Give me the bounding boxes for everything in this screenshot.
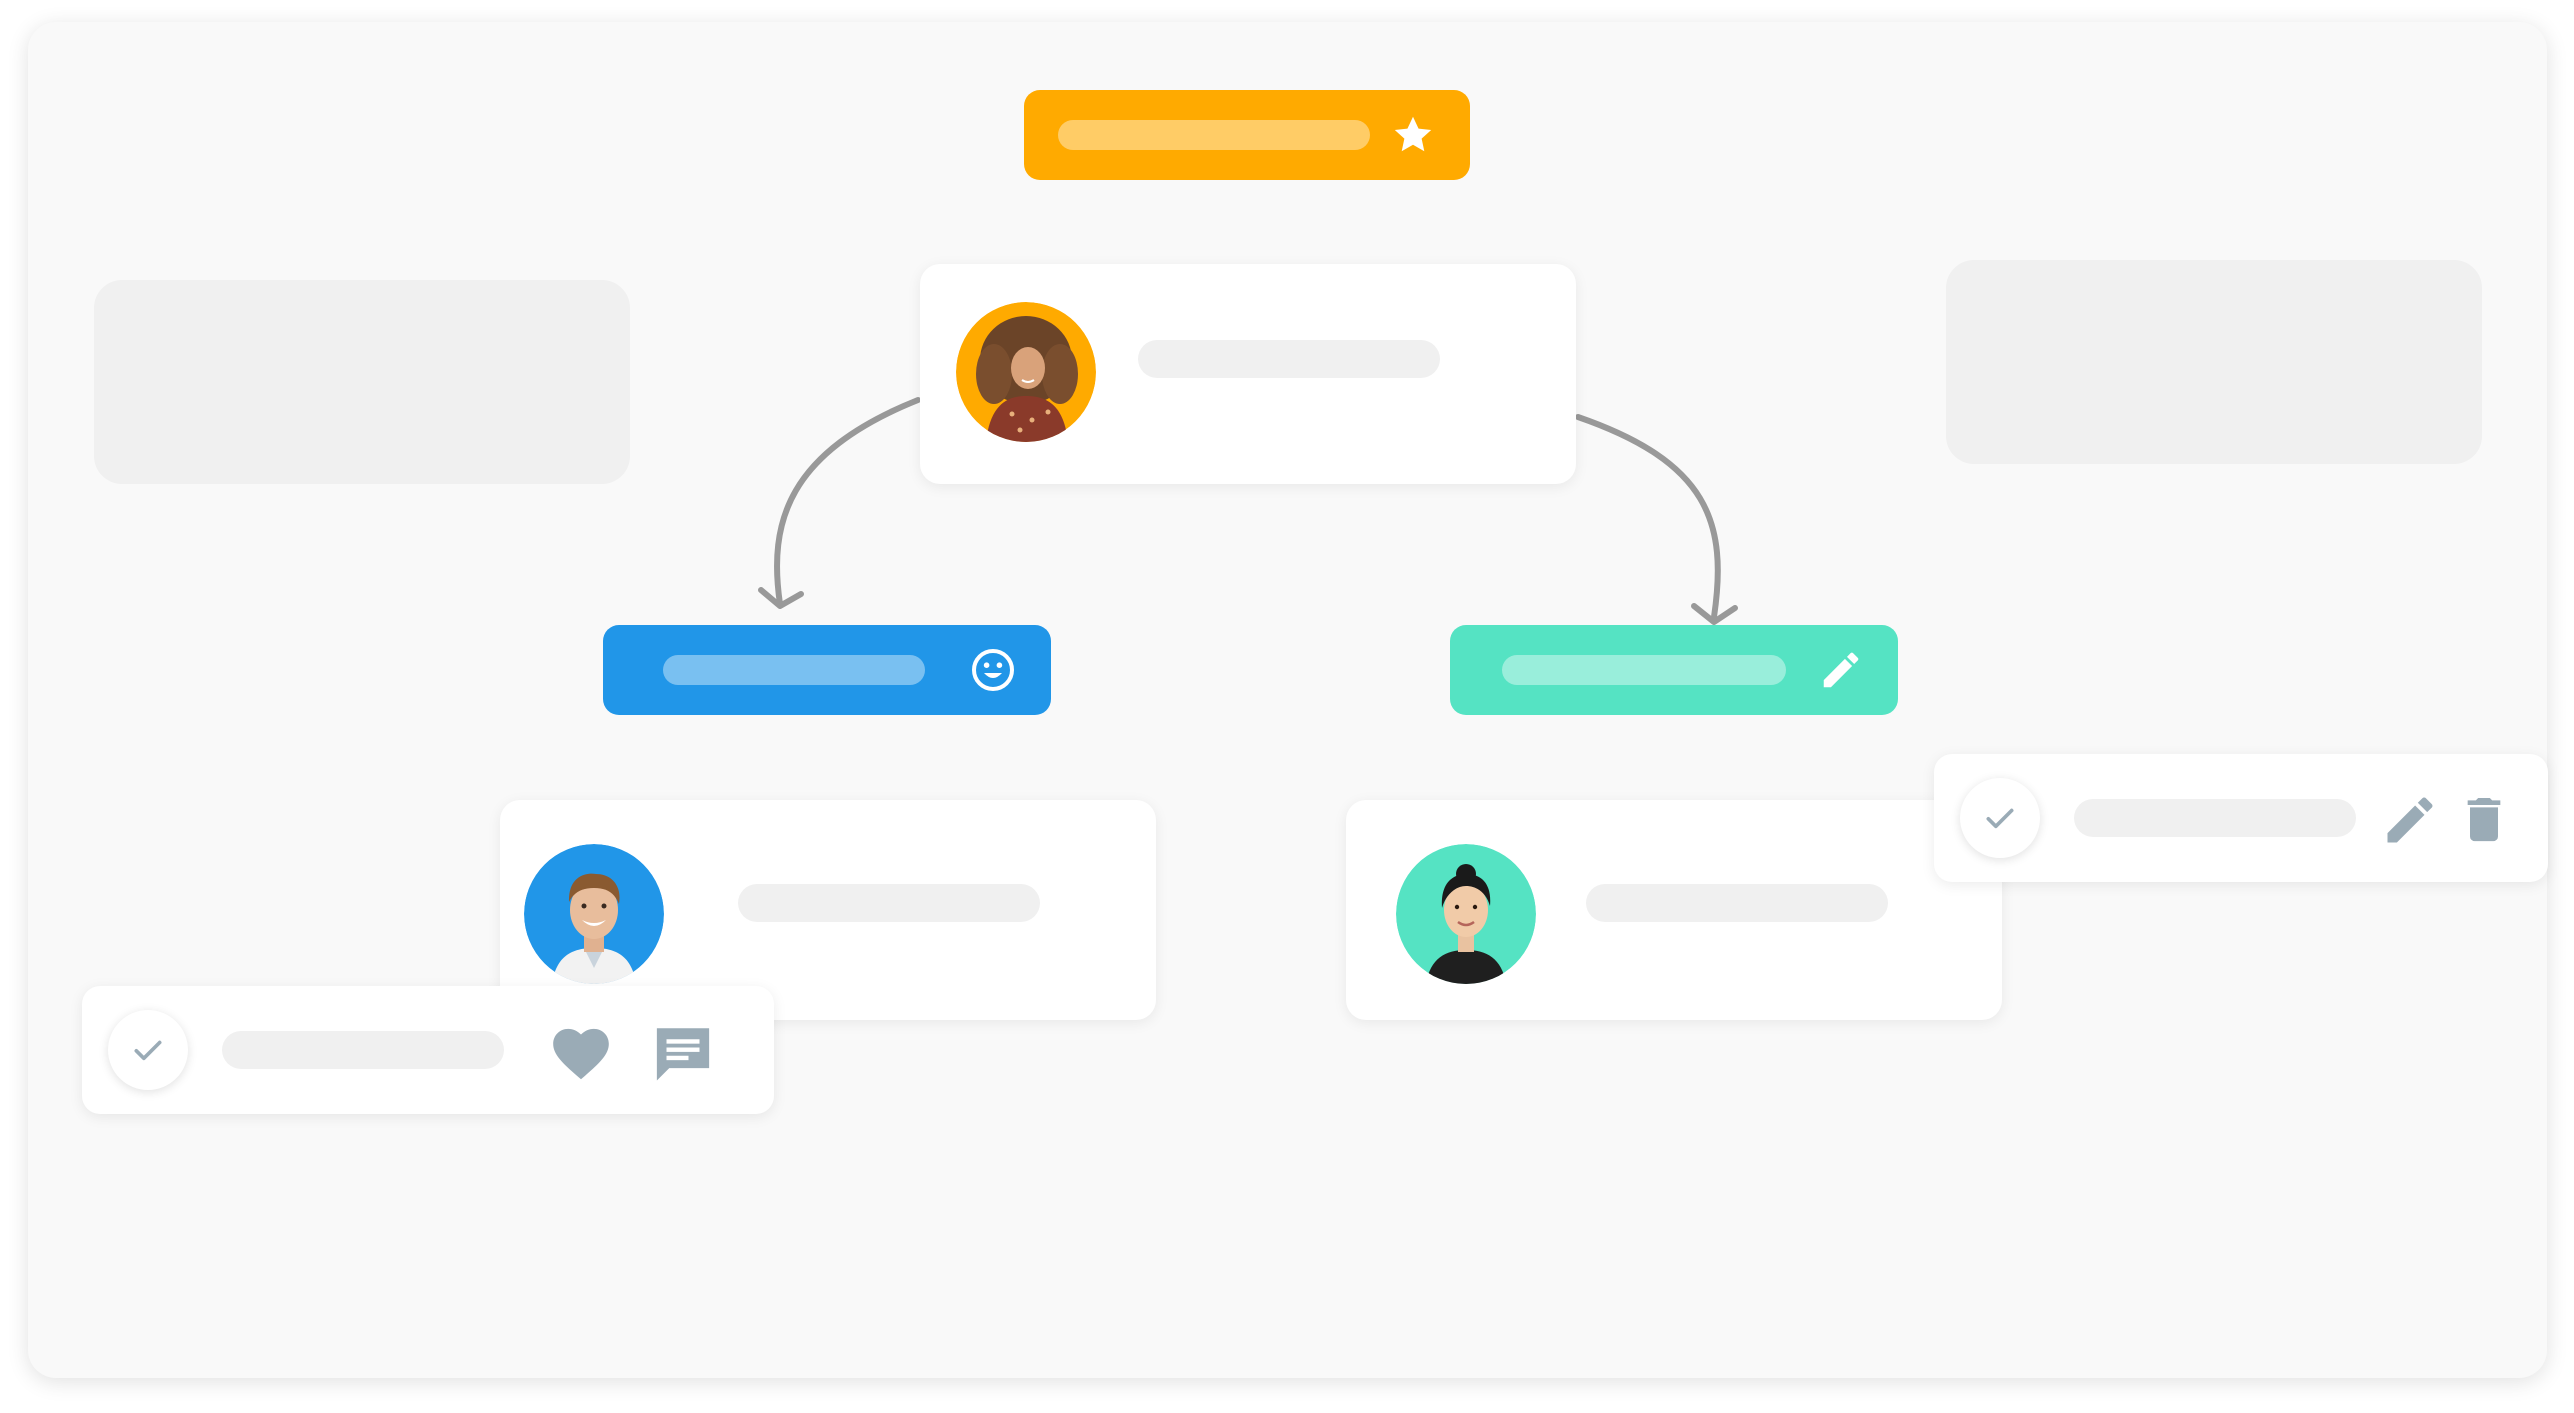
root-tag-text-placeholder [1058, 120, 1370, 150]
right-tag[interactable] [1450, 625, 1898, 715]
left-tag-label [603, 625, 604, 626]
root-name-placeholder [1138, 340, 1440, 378]
root-tag[interactable] [1024, 90, 1470, 180]
left-name-placeholder [738, 884, 1040, 922]
arrowhead-right [1691, 603, 1738, 625]
connector-root-to-left [774, 397, 921, 607]
man-smiling-avatar [524, 844, 664, 984]
check-button[interactable] [108, 1010, 188, 1090]
left-tag-text-placeholder [663, 655, 925, 685]
woman-curly-hair-avatar [956, 302, 1096, 442]
left-tag[interactable] [603, 625, 1051, 715]
smiley-icon [969, 646, 1017, 694]
arrowhead-left [758, 587, 804, 609]
left-person-card[interactable] [500, 800, 1156, 1020]
root-tag-label [1024, 90, 1025, 91]
heart-icon[interactable] [548, 1022, 614, 1082]
right-person-card[interactable] [1346, 800, 2002, 1020]
connector-root-to-right [1575, 414, 1721, 620]
check-icon [1980, 798, 2020, 838]
root-person-card[interactable] [920, 264, 1576, 484]
right-tag-label [1450, 625, 1451, 626]
left-action-bar [82, 986, 774, 1114]
right-action-text-placeholder [2074, 799, 2356, 837]
pencil-icon [1818, 647, 1864, 693]
org-chart-canvas [28, 22, 2548, 1378]
right-action-bar [1934, 754, 2548, 882]
comment-icon[interactable] [650, 1020, 716, 1086]
check-button[interactable] [1960, 778, 2040, 858]
star-icon [1390, 112, 1436, 158]
right-name-placeholder [1586, 884, 1888, 922]
trash-icon[interactable] [2456, 788, 2512, 850]
placeholder-block-right [1946, 260, 2482, 464]
pencil-icon[interactable] [2380, 790, 2440, 850]
left-action-text-placeholder [222, 1031, 504, 1069]
right-tag-text-placeholder [1502, 655, 1786, 685]
check-icon [128, 1030, 168, 1070]
connector-arrows [758, 397, 1738, 625]
woman-dark-hair-avatar [1396, 844, 1536, 984]
placeholder-block-left [94, 280, 630, 484]
